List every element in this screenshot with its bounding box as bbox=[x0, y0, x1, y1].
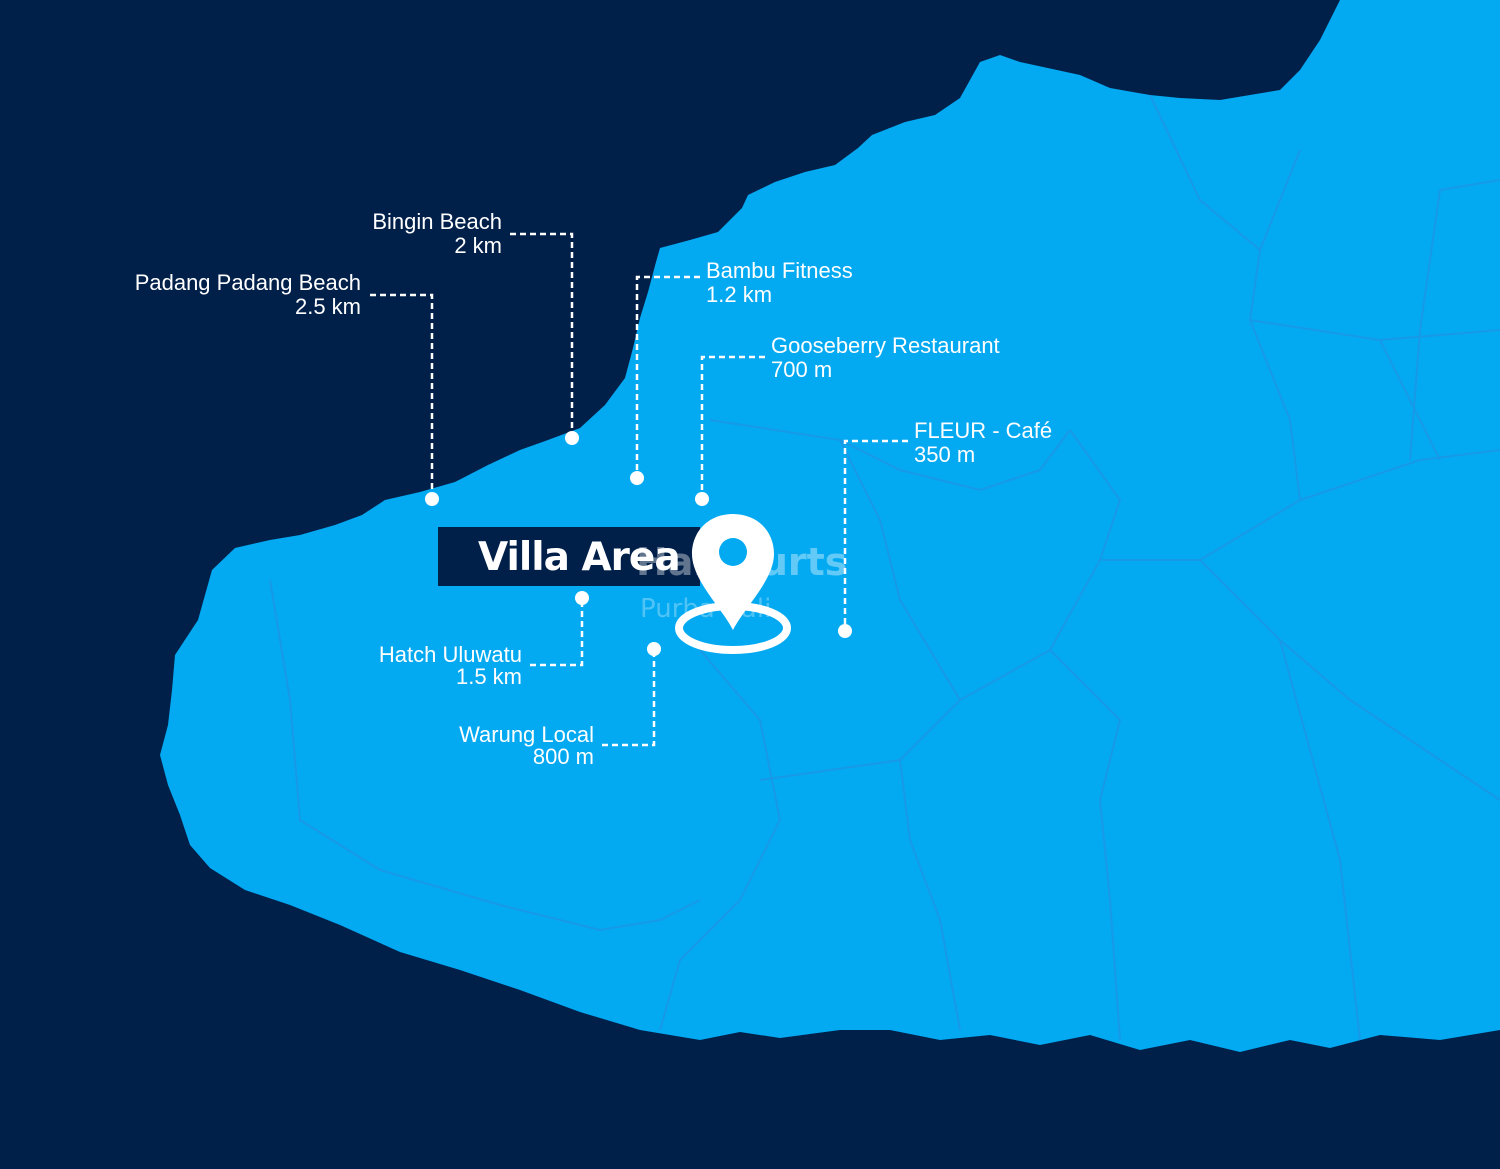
marker-gooseberry-restaurant[interactable] bbox=[695, 492, 709, 506]
connector-padang-padang-beach bbox=[370, 293, 434, 499]
marker-padang-padang-beach[interactable] bbox=[425, 492, 439, 506]
poi-name: Hatch Uluwatu bbox=[378, 642, 522, 667]
marker-fleur-cafe[interactable] bbox=[838, 624, 852, 638]
connector-hatch-uluwatu bbox=[530, 598, 584, 667]
poi-distance: 2 km bbox=[454, 233, 502, 258]
poi-distance: 700 m bbox=[771, 357, 833, 382]
district-boundaries bbox=[269, 94, 1500, 1041]
poi-distance: 1.2 km bbox=[706, 282, 773, 307]
villa-area-box bbox=[438, 527, 700, 586]
connector-bambu-fitness bbox=[635, 275, 700, 478]
poi-name: Bambu Fitness bbox=[706, 258, 853, 283]
poi-label-warung-local[interactable]: Warung Local 800 m bbox=[459, 724, 594, 768]
poi-label-fleur-cafe[interactable]: FLEUR - Café 350 m bbox=[914, 419, 1052, 467]
poi-name: Warung Local bbox=[459, 722, 594, 747]
connector-warung-local bbox=[602, 649, 656, 747]
poi-name: Bingin Beach bbox=[372, 209, 502, 234]
location-pin-icon[interactable] bbox=[672, 512, 794, 658]
poi-markers bbox=[425, 431, 852, 656]
poi-label-bambu-fitness[interactable]: Bambu Fitness 1.2 km bbox=[706, 259, 853, 307]
poi-label-padang-padang-beach[interactable]: Padang Padang Beach 2.5 km bbox=[135, 271, 361, 319]
marker-hatch-uluwatu[interactable] bbox=[575, 591, 589, 605]
connector-bingin-beach bbox=[510, 232, 574, 438]
landmass bbox=[160, 0, 1500, 1052]
poi-label-bingin-beach[interactable]: Bingin Beach 2 km bbox=[372, 210, 502, 258]
connector-fleur-cafe bbox=[843, 439, 908, 631]
poi-distance: 2.5 km bbox=[294, 294, 361, 319]
marker-bambu-fitness[interactable] bbox=[630, 471, 644, 485]
poi-name: FLEUR - Café bbox=[914, 418, 1053, 443]
poi-distance: 1.5 km bbox=[455, 664, 522, 689]
connector-gooseberry-restaurant bbox=[700, 355, 765, 499]
poi-label-hatch-uluwatu[interactable]: Hatch Uluwatu 1.5 km bbox=[379, 644, 522, 688]
poi-connectors bbox=[370, 232, 908, 747]
poi-name: Padang Padang Beach bbox=[134, 270, 361, 295]
marker-bingin-beach[interactable] bbox=[565, 431, 579, 445]
poi-label-gooseberry-restaurant[interactable]: Gooseberry Restaurant 700 m bbox=[771, 334, 1000, 382]
poi-distance: 800 m bbox=[532, 744, 594, 769]
villa-area-label: Villa Area bbox=[478, 535, 681, 580]
poi-distance: 350 m bbox=[914, 442, 976, 467]
marker-warung-local[interactable] bbox=[647, 642, 661, 656]
poi-name: Gooseberry Restaurant bbox=[771, 333, 1000, 358]
